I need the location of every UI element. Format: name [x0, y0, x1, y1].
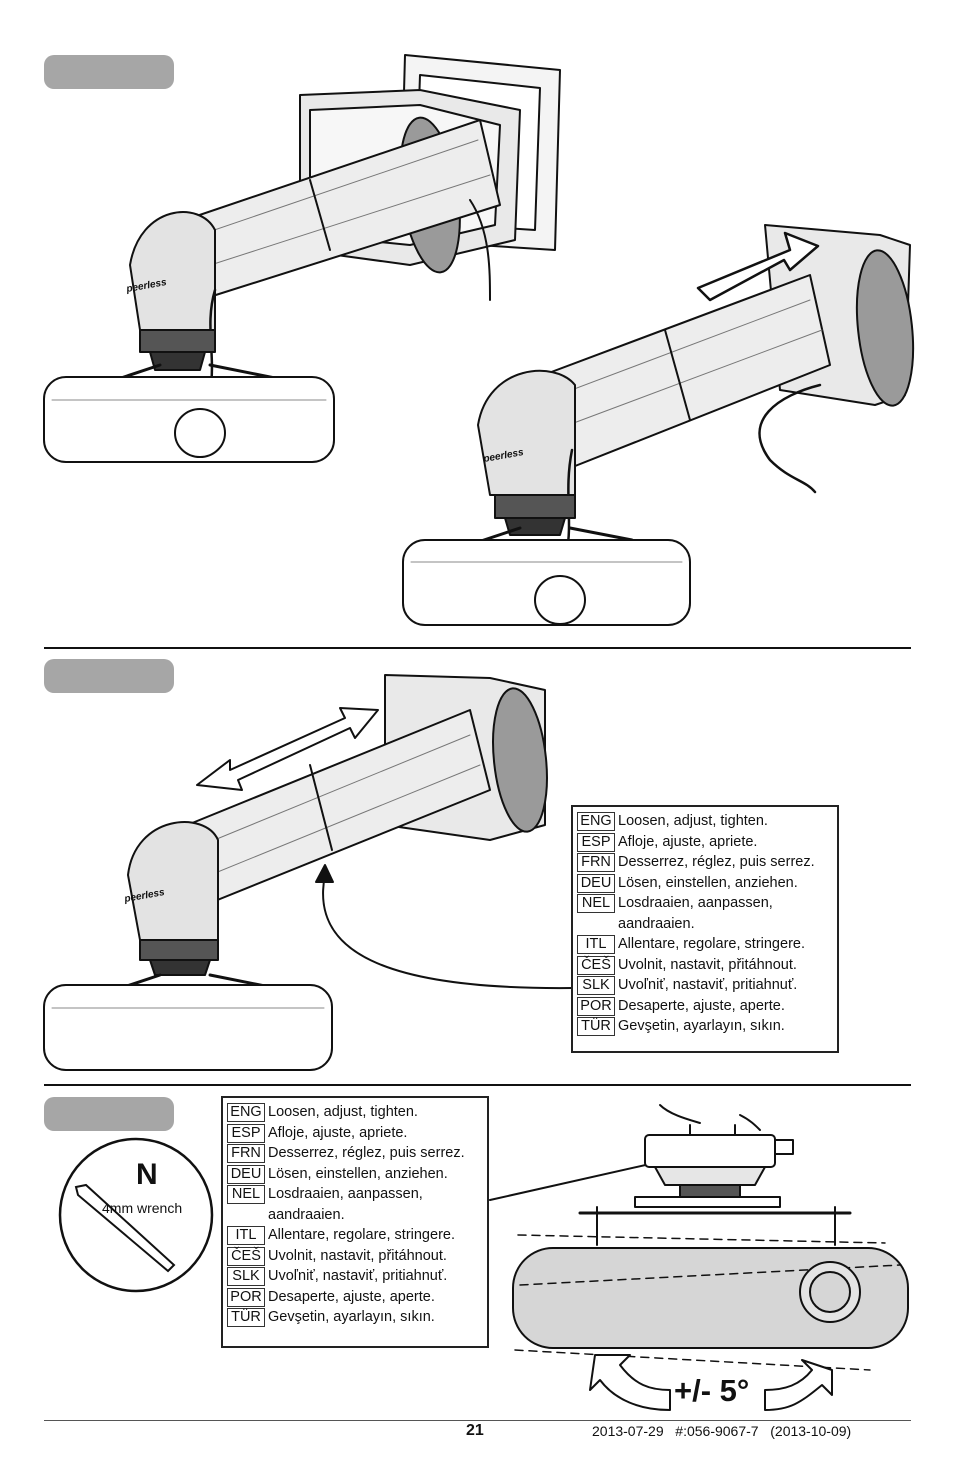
illustration-projector-tilt	[489, 1104, 909, 1411]
page-number: 21	[466, 1422, 484, 1439]
document-info: 2013-07-29 #:056-9067-7 (2013-10-09)	[592, 1423, 852, 1439]
step-label-1	[44, 55, 174, 89]
wrench-size-label: 4mm wrench	[102, 1200, 183, 1216]
step-label-3	[44, 1097, 174, 1131]
wrench-tool-icon	[58, 1137, 214, 1293]
tilt-range-label: +/- 5°	[674, 1373, 750, 1408]
section-divider-2	[44, 1084, 911, 1086]
section-divider-1	[44, 647, 911, 649]
step-label-2	[44, 659, 174, 693]
illustration-mount-installation: peerless peerless	[43, 54, 915, 626]
wrench-letter: N	[136, 1158, 158, 1191]
illustration-extension-adjust: peerless	[43, 674, 574, 1071]
footer-divider	[44, 1420, 911, 1421]
